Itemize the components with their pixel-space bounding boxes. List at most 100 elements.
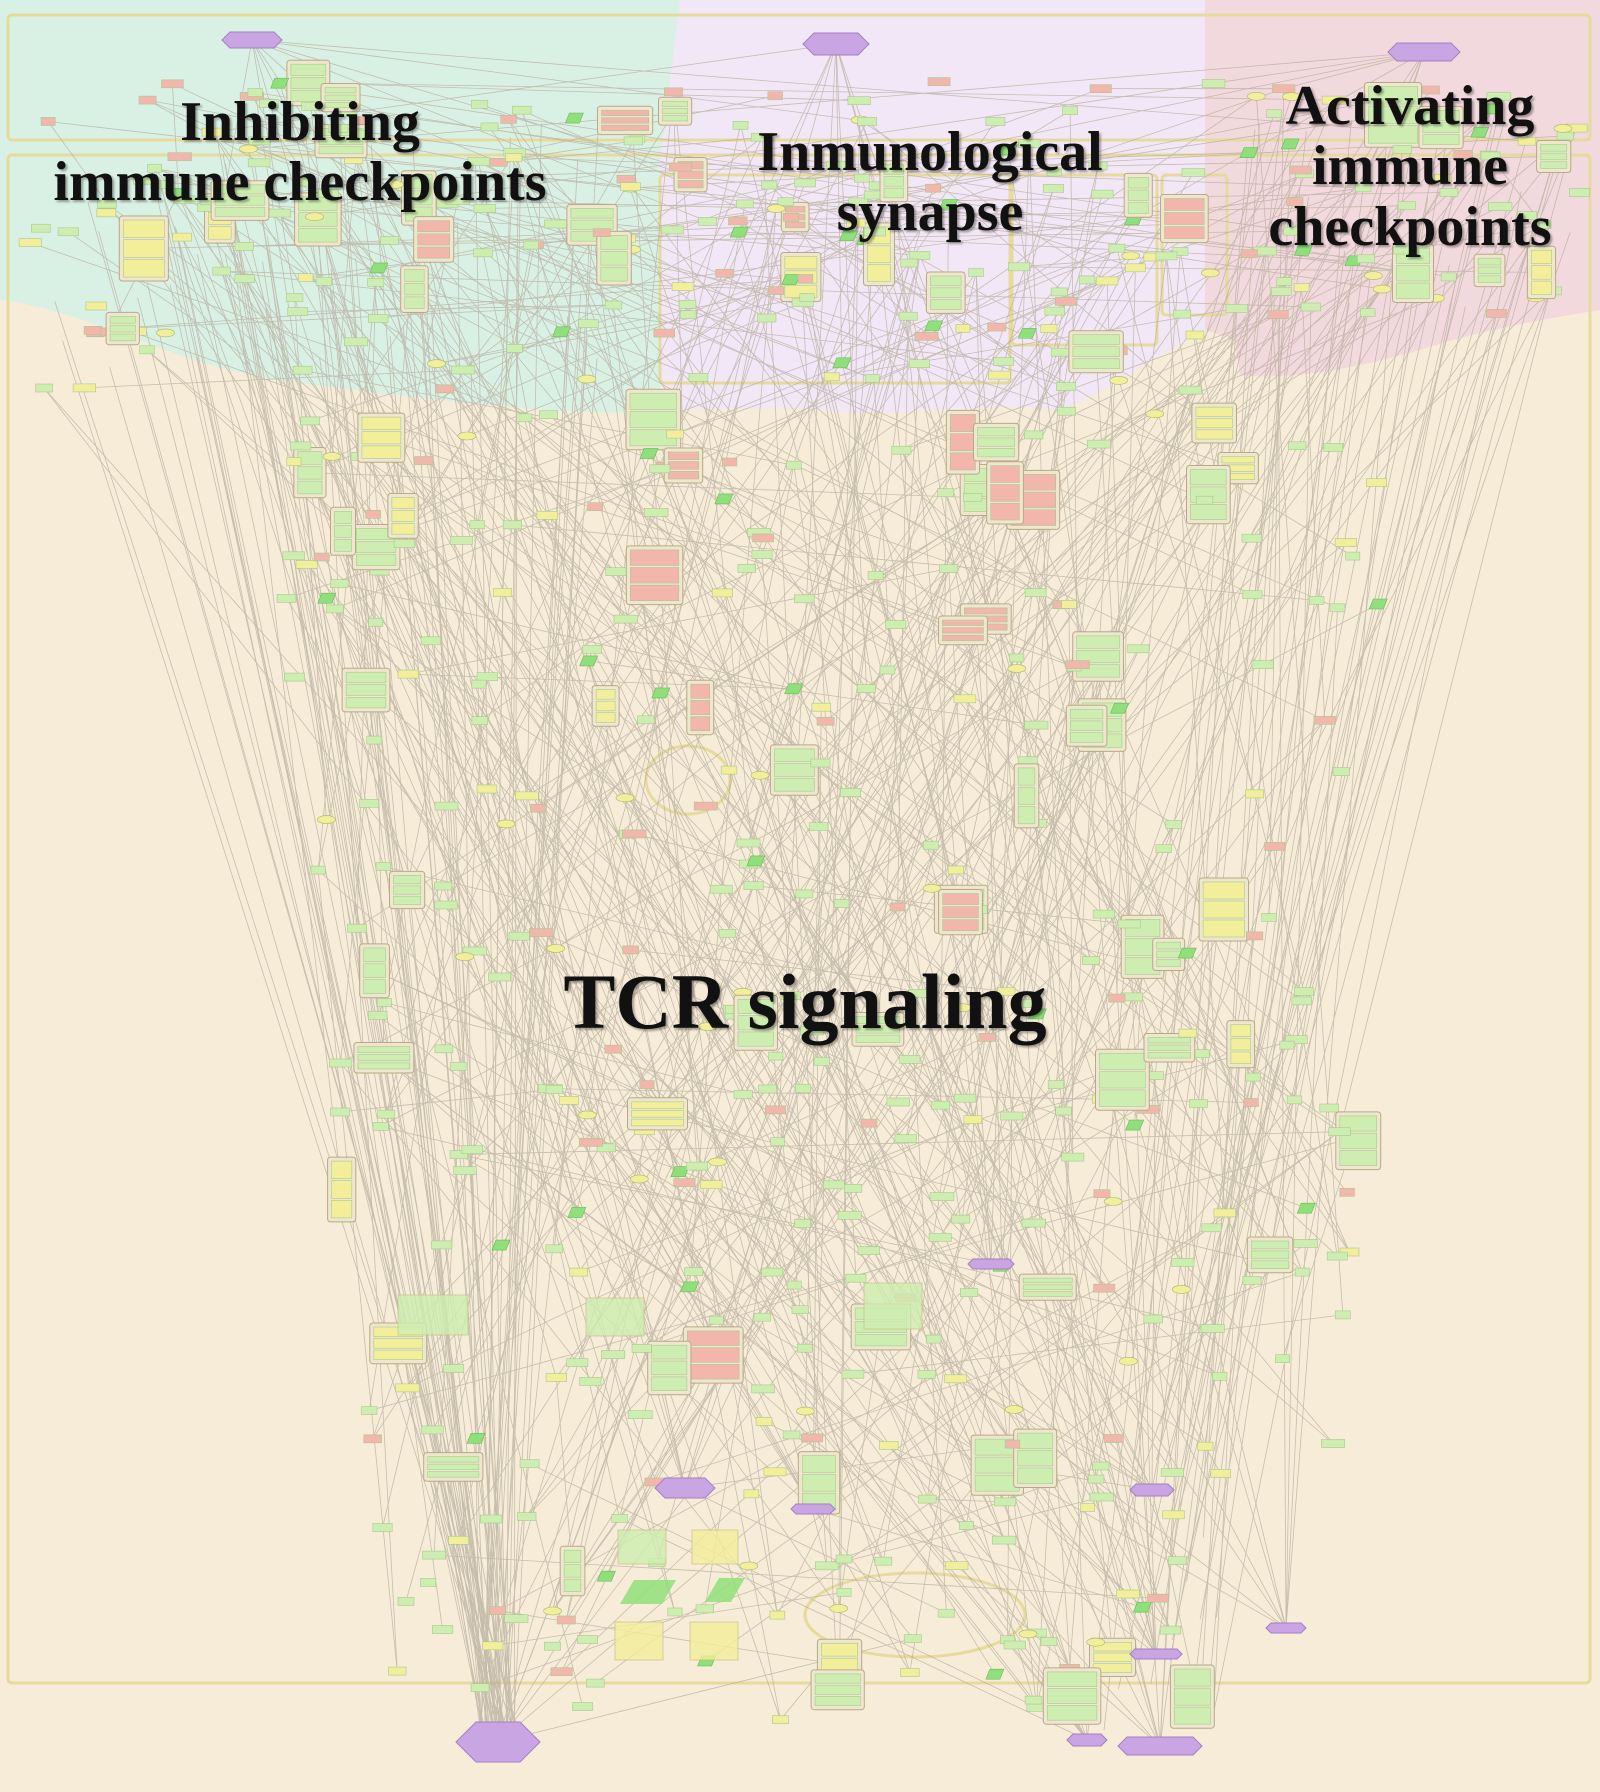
interaction-edge [458, 1154, 992, 1265]
protein-node [1108, 243, 1126, 253]
gene-node [466, 1433, 486, 1444]
simple-molecule-node [1145, 409, 1165, 419]
protein-node [737, 564, 756, 573]
protein-node [96, 208, 117, 218]
interaction-edge [865, 239, 947, 1614]
protein-node [1103, 1434, 1124, 1443]
interaction-edge [251, 39, 1070, 1669]
complex-member-node [391, 497, 415, 509]
complex-member-node [1156, 959, 1181, 967]
interaction-edge [212, 43, 837, 133]
protein-node [1195, 495, 1214, 505]
phenotype-hubs [221, 31, 1461, 1763]
complex-member-node [1076, 635, 1120, 649]
interaction-edge [576, 195, 1139, 1363]
protein-node [502, 520, 522, 530]
complex-member-node [1477, 257, 1502, 266]
interaction-edge [1118, 380, 1256, 795]
protein-node [572, 1702, 593, 1711]
protein-node [963, 1115, 983, 1124]
interaction-edge [340, 656, 1099, 1064]
simple-molecule-node [457, 431, 477, 441]
complex-member-node [814, 1684, 861, 1695]
gene-node-large [620, 1580, 676, 1604]
interaction-edge [406, 889, 1153, 1491]
phenotype-hub-node [1129, 1483, 1175, 1497]
region-label-synapse-line2: synapse [836, 181, 1024, 244]
interaction-edge [1212, 128, 1564, 1329]
protein-node [1160, 1468, 1184, 1477]
interaction-edge [340, 197, 420, 1064]
complex-member-node [595, 712, 616, 723]
interaction-edge [47, 121, 1157, 1655]
complex-member-node [867, 264, 891, 282]
interaction-edge [804, 278, 962, 1220]
protein-node [1313, 715, 1336, 725]
simple-molecule-node [698, 1022, 718, 1031]
interaction-edge [835, 43, 910, 264]
interaction-edge [407, 903, 842, 1389]
complex-member-node [1251, 1250, 1290, 1260]
protein-node [434, 900, 458, 910]
protein-node [368, 1010, 388, 1020]
protein-node [328, 124, 349, 133]
interaction-edge [588, 660, 911, 1673]
interaction-edge [1011, 1115, 1287, 1629]
complex-member-node [686, 1364, 740, 1380]
protein-node [1024, 720, 1049, 730]
protein-node [765, 1105, 787, 1115]
protein-node [604, 300, 623, 310]
complex-member-node [297, 465, 323, 480]
complex-member-node [318, 137, 364, 146]
interaction-edge [1186, 275, 1363, 1582]
interaction-edge [373, 739, 764, 1390]
protein-node [515, 791, 539, 801]
complex-member-node [1127, 189, 1149, 201]
protein-node [611, 1514, 628, 1523]
protein-node [686, 1161, 708, 1171]
protein-node [1261, 913, 1277, 922]
interaction-edge [555, 494, 1209, 949]
interaction-edge [337, 128, 357, 342]
simple-molecule-node [750, 770, 770, 780]
complex-member-node [361, 416, 402, 430]
gene-node [1296, 1202, 1316, 1214]
protein-node [1283, 226, 1300, 236]
protein-node [918, 1494, 937, 1504]
simple-molecule-node [1018, 1629, 1038, 1639]
protein-node [536, 510, 558, 520]
complex-member-node [949, 433, 976, 452]
protein-node [841, 1369, 865, 1379]
protein-node [688, 373, 709, 382]
protein-node [473, 204, 496, 213]
simple-molecule-node [316, 815, 336, 824]
complex-member-node [570, 219, 614, 231]
interaction-edge [478, 293, 582, 1726]
interaction-edge [512, 524, 1317, 601]
interaction-edge [1149, 137, 1564, 1613]
protein-node [1453, 150, 1473, 159]
protein-node [693, 801, 718, 811]
protein-node [1241, 533, 1262, 543]
interaction-edge [812, 1508, 1143, 1608]
interaction-edge [1166, 255, 1205, 501]
interaction-edge [619, 255, 920, 1519]
complex-member-node [854, 1334, 908, 1347]
protein-node [579, 1138, 603, 1147]
protein-node [1093, 1189, 1111, 1198]
protein-node [926, 1334, 942, 1344]
protein-node [1397, 201, 1416, 210]
complex-member-node [737, 1015, 774, 1031]
protein-node [448, 1536, 470, 1545]
protein-node [1078, 275, 1096, 285]
protein-node [488, 972, 511, 982]
complex-member-node [1368, 125, 1418, 144]
interaction-edge [1035, 154, 1489, 593]
protein-node [298, 177, 315, 187]
simple-molecule-node [1109, 376, 1128, 385]
complex-member-node [391, 510, 415, 522]
complex-member-node [801, 1474, 836, 1492]
protein-node [925, 183, 941, 193]
interaction-edge [1160, 121, 1505, 1425]
protein-node [550, 1667, 573, 1676]
